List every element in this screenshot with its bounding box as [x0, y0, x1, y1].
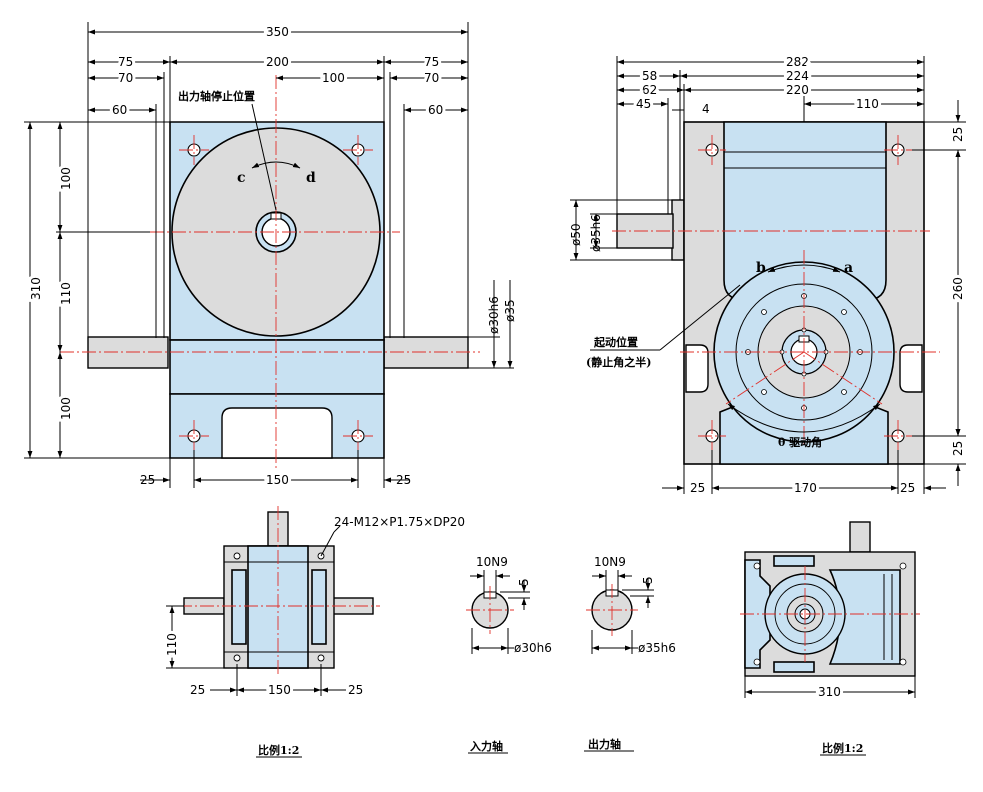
start-position-label: 起动位置 — [593, 335, 638, 349]
dim-100-lower: 100 — [59, 397, 73, 420]
output-key-width: 10N9 — [594, 555, 626, 569]
rotation-label-a: a — [844, 260, 853, 276]
dim-phi35: ø35 — [503, 299, 517, 322]
dim-bottom-25-right: 25 — [348, 683, 363, 697]
dim-small-310: 310 — [818, 685, 841, 699]
dim-310: 310 — [29, 277, 43, 300]
dim-25-bottom: 25 — [951, 441, 965, 456]
input-key-depth: 5 — [517, 578, 531, 586]
dim-224: 224 — [786, 69, 809, 83]
dim-60-left: 60 — [112, 103, 127, 117]
output-key-depth: 5 — [641, 576, 655, 584]
output-stop-position-label: 出力轴停止位置 — [178, 89, 255, 103]
dim-45: 45 — [636, 97, 651, 111]
middle-band — [169, 339, 385, 395]
dim-58: 58 — [642, 69, 657, 83]
dim-100-upper: 100 — [59, 167, 73, 190]
dim-base-150: 150 — [266, 473, 289, 487]
input-shaft-section: 10N9 5 ø30h6 入力轴 — [466, 555, 552, 754]
dim-282: 282 — [786, 55, 809, 69]
side-slot-left — [685, 344, 709, 393]
dim-170: 170 — [794, 481, 817, 495]
input-shaft-caption: 入力轴 — [470, 739, 503, 753]
dim-70-right: 70 — [424, 71, 439, 85]
right-input-shaft — [383, 336, 469, 369]
dim-75-right: 75 — [424, 55, 439, 69]
dim-25-top: 25 — [951, 127, 965, 142]
output-shaft-caption: 出力轴 — [588, 737, 621, 751]
dim-4: 4 — [702, 102, 710, 116]
side-dimensions: 282 58 224 62 220 45 4 110 — [569, 52, 968, 498]
small-side-view: 310 比例1:2 — [740, 521, 920, 756]
dim-phi30h6: ø30h6 — [487, 296, 501, 334]
dim-side-25-right: 25 — [900, 481, 915, 495]
dim-bottom-150: 150 — [268, 683, 291, 697]
side-input-flange — [671, 199, 685, 261]
dim-60-right: 60 — [428, 103, 443, 117]
dim-side-25-left: 25 — [690, 481, 705, 495]
small-side-scale: 比例1:2 — [822, 741, 863, 755]
input-key-width: 10N9 — [476, 555, 508, 569]
base-cutout — [221, 407, 333, 459]
thread-note: 24-M12×P1.75×DP20 — [334, 515, 465, 529]
dim-75-left: 75 — [118, 55, 133, 69]
dim-base-25-right: 25 — [396, 473, 411, 487]
input-shaft-diameter: ø30h6 — [514, 641, 552, 655]
output-shaft-section: 10N9 5 ø35h6 出力轴 — [584, 555, 676, 752]
dim-200: 200 — [266, 55, 289, 69]
dim-bottom-25-left: 25 — [190, 683, 205, 697]
dim-70-left: 70 — [118, 71, 133, 85]
dim-260: 260 — [951, 277, 965, 300]
side-slot-right — [899, 344, 923, 393]
rotation-label-c: c — [237, 170, 246, 186]
drive-angle-label: θ 驱动角 — [778, 435, 822, 449]
rotation-label-b: b — [756, 260, 766, 276]
left-input-shaft — [87, 336, 169, 369]
output-shaft-diameter: ø35h6 — [638, 641, 676, 655]
start-position-note: (静止角之半) — [586, 355, 651, 369]
dim-220: 220 — [786, 83, 809, 97]
dim-62: 62 — [642, 83, 657, 97]
bottom-view: 24-M12×P1.75×DP20 110 25 150 25 比例1:2 — [162, 506, 465, 758]
side-view: b a 起动位置 (静止角之半) θ 驱动角 282 58 224 62 220 — [569, 52, 968, 498]
rotation-label-d: d — [306, 170, 316, 186]
dim-100: 100 — [322, 71, 345, 85]
dim-bottom-110: 110 — [165, 633, 179, 656]
front-view: c d 出力轴停止位置 350 75 200 75 70 100 70 — [24, 22, 517, 490]
dim-350: 350 — [266, 25, 289, 39]
dim-110-side: 110 — [856, 97, 879, 111]
bottom-view-scale: 比例1:2 — [258, 743, 299, 757]
dim-phi50: ø50 — [569, 223, 583, 246]
dim-phi35h6-side: ø35h6 — [589, 214, 603, 252]
dim-110: 110 — [59, 282, 73, 305]
front-dimensions: 350 75 200 75 70 100 70 60 60 — [24, 22, 517, 490]
dim-base-25-left: 25 — [140, 473, 155, 487]
